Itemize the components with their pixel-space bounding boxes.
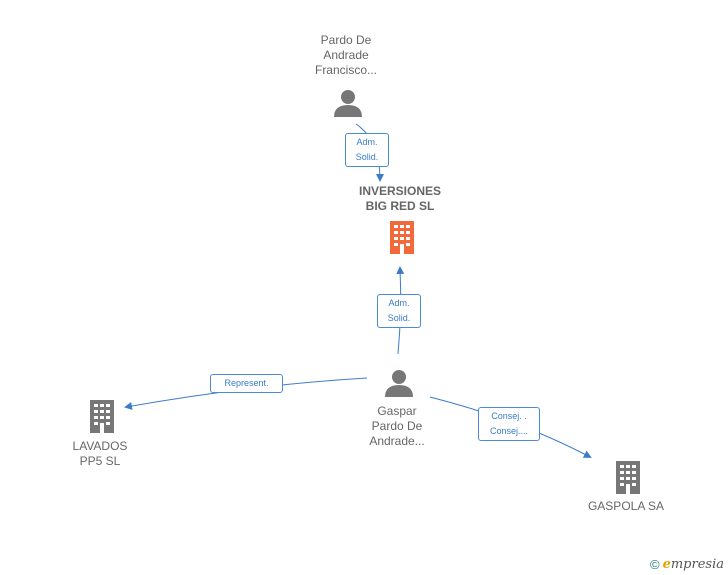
- building-icon[interactable]: [386, 220, 418, 254]
- node-label-inversiones-big-red[interactable]: INVERSIONES BIG RED SL: [358, 184, 442, 213]
- edge-label-gaspar-to-center[interactable]: Adm. Solid.: [377, 294, 421, 328]
- edge-label-top-to-center[interactable]: Adm. Solid.: [345, 133, 389, 167]
- empresia-logo[interactable]: empresia: [662, 557, 724, 572]
- edge-label-gaspar-to-gaspola[interactable]: Consej. . Consej....: [478, 407, 540, 441]
- footer-credit: © empresia: [650, 557, 724, 572]
- building-icon[interactable]: [86, 399, 118, 433]
- copyright-symbol: ©: [649, 557, 660, 572]
- node-label-lavados-pp5[interactable]: LAVADOS PP5 SL: [72, 439, 128, 468]
- node-label-gaspar-pardo[interactable]: Gaspar Pardo De Andrade...: [369, 404, 425, 448]
- person-icon[interactable]: [384, 368, 414, 398]
- node-label-gaspola[interactable]: GASPOLA SA: [587, 499, 665, 513]
- node-label-pardo-francisco[interactable]: Pardo De Andrade Francisco...: [314, 33, 377, 77]
- building-icon[interactable]: [612, 460, 644, 494]
- edge-label-gaspar-to-lavados[interactable]: Represent.: [210, 374, 283, 393]
- person-icon[interactable]: [333, 88, 363, 118]
